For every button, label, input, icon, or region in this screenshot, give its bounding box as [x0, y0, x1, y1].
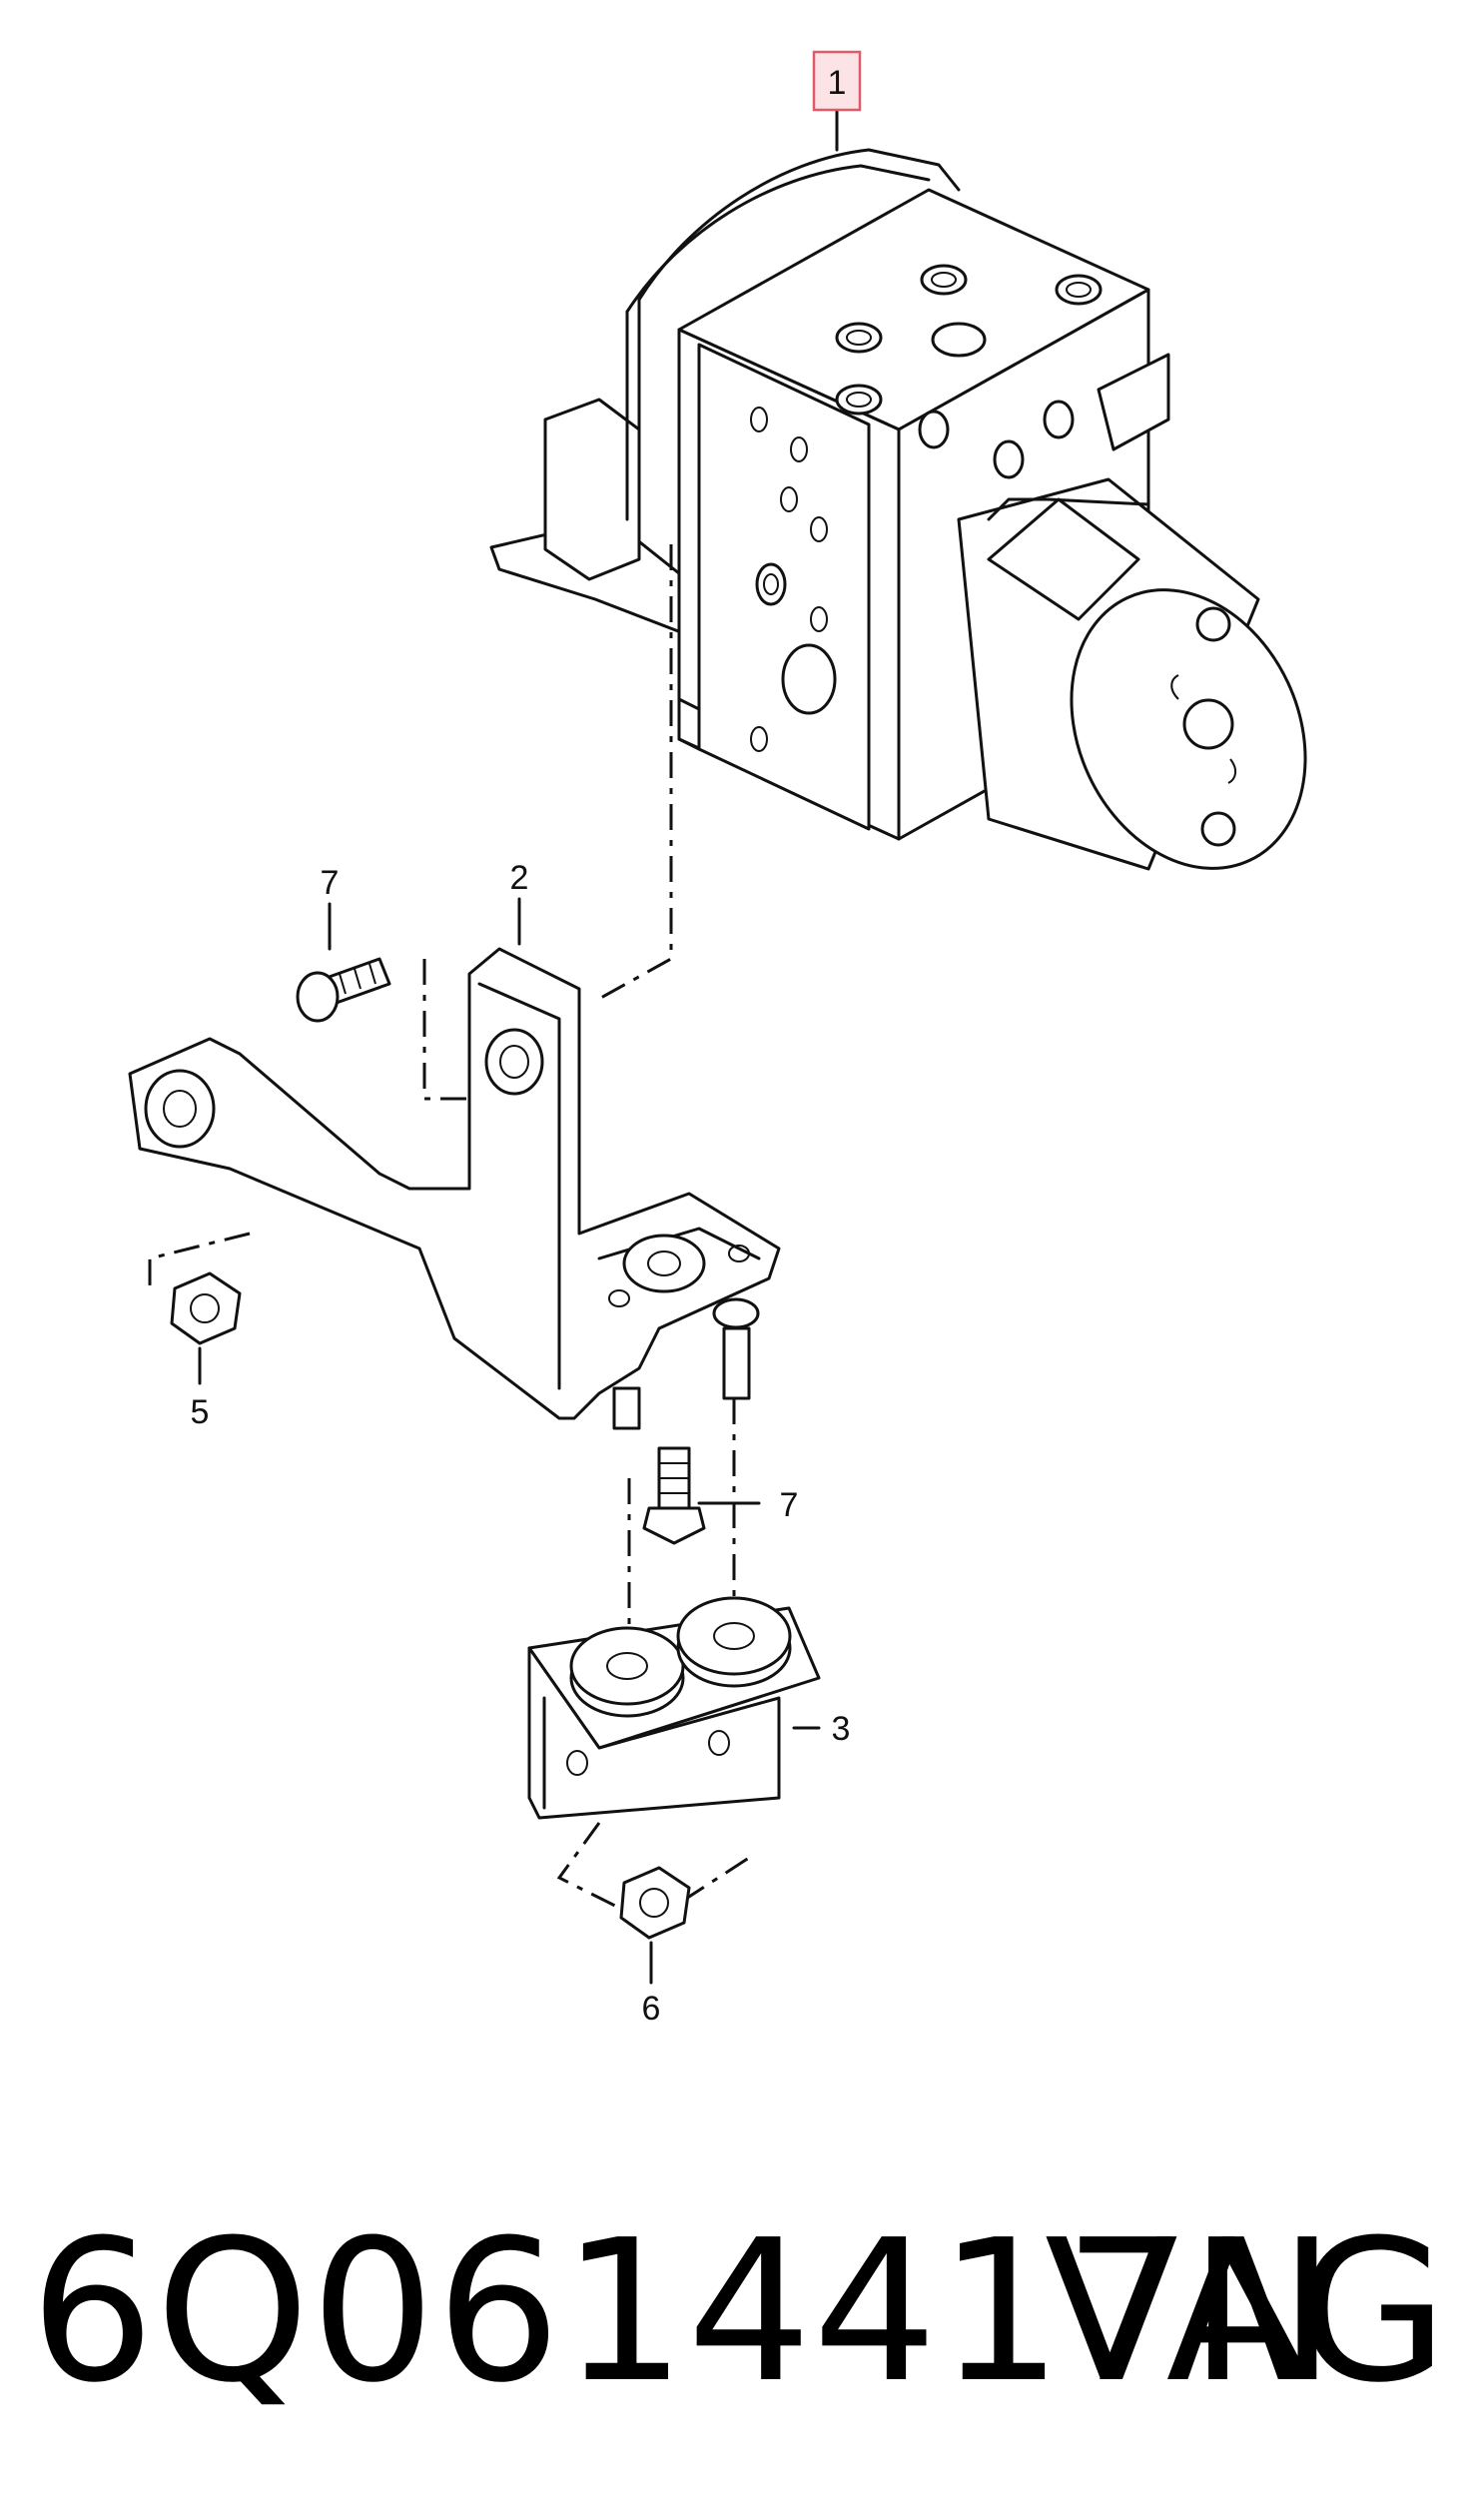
nut-bottom	[619, 1866, 691, 1940]
brand-text: VAG	[1044, 2198, 1448, 2426]
leader-lines	[198, 110, 839, 1985]
callout-7-upper-label[interactable]: 7	[321, 864, 340, 902]
callout-6-label[interactable]: 6	[642, 1990, 661, 2028]
bolt-upper	[296, 957, 391, 1023]
callout-1-highlight	[812, 50, 862, 112]
lower-bracket	[527, 1596, 821, 1820]
callout-5-label[interactable]: 5	[191, 1393, 210, 1431]
part-number-text: 6Q0614417N	[30, 2198, 1337, 2426]
callout-1[interactable]: 1	[812, 50, 862, 112]
part-number-footer: 6Q0614417N VAG	[0, 2172, 1484, 2452]
callout-7-lower-label[interactable]: 7	[780, 1486, 799, 1524]
abs-control-unit	[489, 148, 1307, 871]
exploded-parts-diagram: 1 2 3 5 6 7 7	[128, 50, 1307, 2028]
callout-3-label[interactable]: 3	[832, 1710, 851, 1748]
assembly-guide-lines	[148, 544, 750, 1925]
bolt-lower	[642, 1446, 706, 1545]
callout-1-label: 1	[828, 64, 847, 102]
nut-left	[170, 1271, 242, 1345]
callout-2-label[interactable]: 2	[510, 859, 529, 897]
mounting-bracket	[128, 947, 781, 1430]
